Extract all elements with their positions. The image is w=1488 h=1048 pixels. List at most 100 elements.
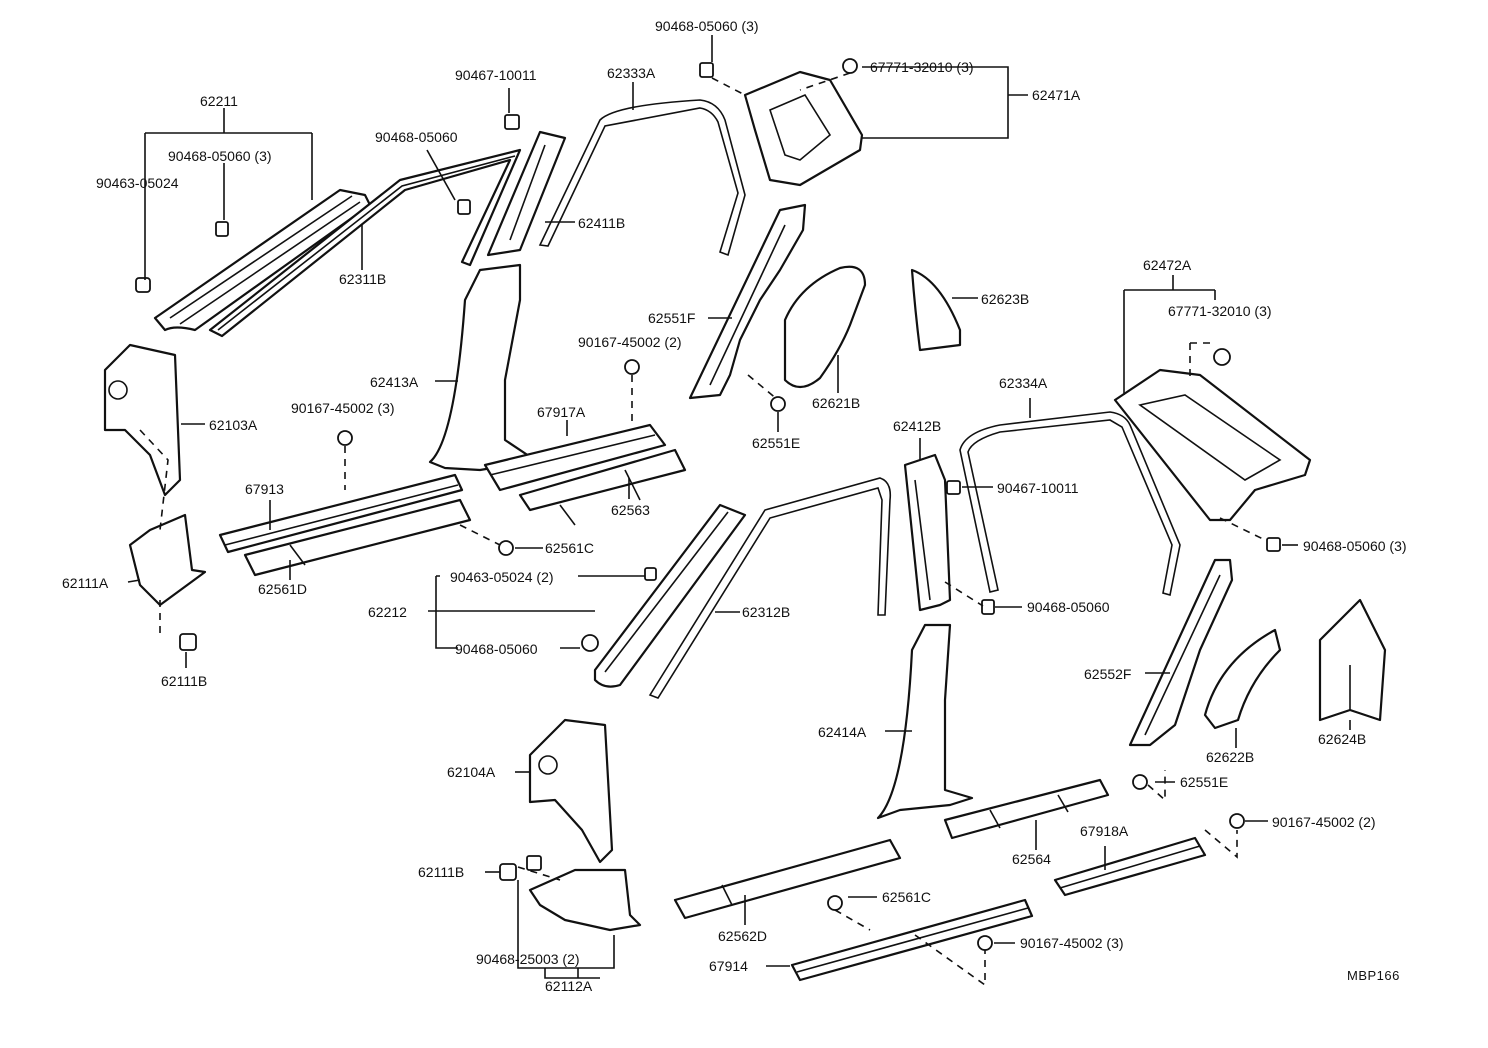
part-62413A-pillar [428,263,537,472]
label-62561C-b: 62561C [882,889,931,905]
clip-67771-32010-a [842,58,858,74]
label-62412B: 62412B [893,418,941,434]
clip-62111B-b [499,863,517,881]
screw-90167-45002-a [337,430,353,446]
clip-90463-05024-2 [644,567,657,581]
part-67918A-scuff [1053,836,1207,897]
part-62471A-panel [743,70,864,187]
part-62112A-panel [528,868,642,932]
label-62562D: 62562D [718,928,767,944]
leader-lines [127,35,1351,987]
label-62211: 62211 [200,93,238,109]
label-62111B: 62111B [161,673,207,689]
label-62552F: 62552F [1084,666,1131,682]
label-62212: 62212 [368,604,407,620]
part-62334A-weatherstrip [959,411,1181,597]
part-62411B-pillar [486,130,567,257]
label-62471A: 62471A [1032,87,1081,103]
part-62111A-panel [128,513,207,607]
label-62334A: 62334A [999,375,1048,391]
part-62311B-weatherstrip [208,148,522,338]
clip-62551E-a [770,396,786,412]
label-90167-45002-3: 90167-45002 (3) [291,400,395,416]
clip-90468-05060-b [457,199,471,215]
part-62621B-pad [783,265,867,389]
label-62111B-b: 62111B [418,864,464,880]
part-67914-scuff [790,898,1034,982]
label-62112A: 62112A [545,978,593,994]
label-90467-10011-b: 90467-10011 [997,480,1079,496]
label-90468-25003-2: 90468-25003 (2) [476,951,580,967]
diagram-code: MBP166 [1347,968,1400,983]
label-90167-45002-2: 90167-45002 (2) [578,334,682,350]
label-67918A: 67918A [1080,823,1129,839]
part-62622B-pad [1203,628,1282,730]
label-90468-05060: 90468-05060 [375,129,458,145]
label-62103A: 62103A [209,417,258,433]
label-62414A: 62414A [818,724,867,740]
clip-62551E-b [1132,774,1148,790]
label-62104A: 62104A [447,764,496,780]
clip-67771-32010-b [1213,348,1231,366]
label-62551F: 62551F [648,310,695,326]
part-62333A-weatherstrip [538,99,746,257]
label-62564: 62564 [1012,851,1051,867]
clip-90468-05060-a [215,221,229,237]
part-67917A-scuff [483,423,667,492]
part-62552F-pillar-trim [1128,558,1234,747]
clip-90467-10011-a [504,114,520,130]
label-62551E-b: 62551E [1180,774,1228,790]
part-62623B-pad [910,268,962,352]
part-67913-scuff [218,473,464,554]
label-62111A: 62111A [62,575,109,591]
part-62563-sill [518,448,687,526]
label-62413A: 62413A [370,374,419,390]
part-62414A-pillar [876,623,974,820]
label-62311B: 62311B [339,271,386,287]
label-62312B: 62312B [742,604,790,620]
label-67771-32010-3-b: 67771-32010 (3) [1168,303,1272,319]
part-62472A-trim [1113,368,1312,522]
label-90468-05060-3: 90468-05060 (3) [168,148,272,164]
clip-62561C-b [827,895,843,911]
label-62561D: 62561D [258,581,307,597]
part-62562D-sill [673,838,902,920]
label-90167-45002-3-b: 90167-45002 (3) [1020,935,1124,951]
screw-90167-45002-b [624,359,640,375]
clip-90468-05060-c [581,634,599,652]
label-67913: 67913 [245,481,284,497]
label-62563: 62563 [611,502,650,518]
clip-90467-10011-b [946,480,961,495]
label-62621B: 62621B [812,395,860,411]
label-62551E: 62551E [752,435,800,451]
screw-90167-45002-d [977,935,993,951]
label-90467-10011: 90467-10011 [455,67,537,83]
part-62212-garnish [593,503,747,688]
label-90468-05060-3-b: 90468-05060 (3) [1303,538,1407,554]
clip-90468-05060-d [981,599,995,615]
part-62312B-weatherstrip [648,477,892,699]
label-90463-05024-2: 90463-05024 (2) [450,569,554,585]
part-62103A-trim [103,343,182,497]
clip-62111B-a [179,633,197,651]
part-62551F-pillar-trim [688,203,807,400]
part-62624B-pad [1318,598,1387,722]
label-62411B: 62411B [578,215,625,231]
label-62333A: 62333A [607,65,656,81]
part-62561D-sill [243,498,472,577]
part-62104A-trim [528,718,614,864]
label-90468-05060-b: 90468-05060 [455,641,538,657]
label-62472A: 62472A [1143,257,1192,273]
clip-90468-05060-e [1266,537,1281,552]
label-62623B: 62623B [981,291,1029,307]
label-90463-05024: 90463-05024 [96,175,179,191]
screw-90167-45002-c [1229,813,1245,829]
part-labels: 62211 90468-05060 (3) 90463-05024 62311B… [62,18,1407,994]
clip-90468-25003 [526,855,542,871]
clip-62561C-a [498,540,514,556]
part-62211-garnish [153,188,372,332]
clip-90463-05024 [135,277,151,293]
label-62624B: 62624B [1318,731,1366,747]
